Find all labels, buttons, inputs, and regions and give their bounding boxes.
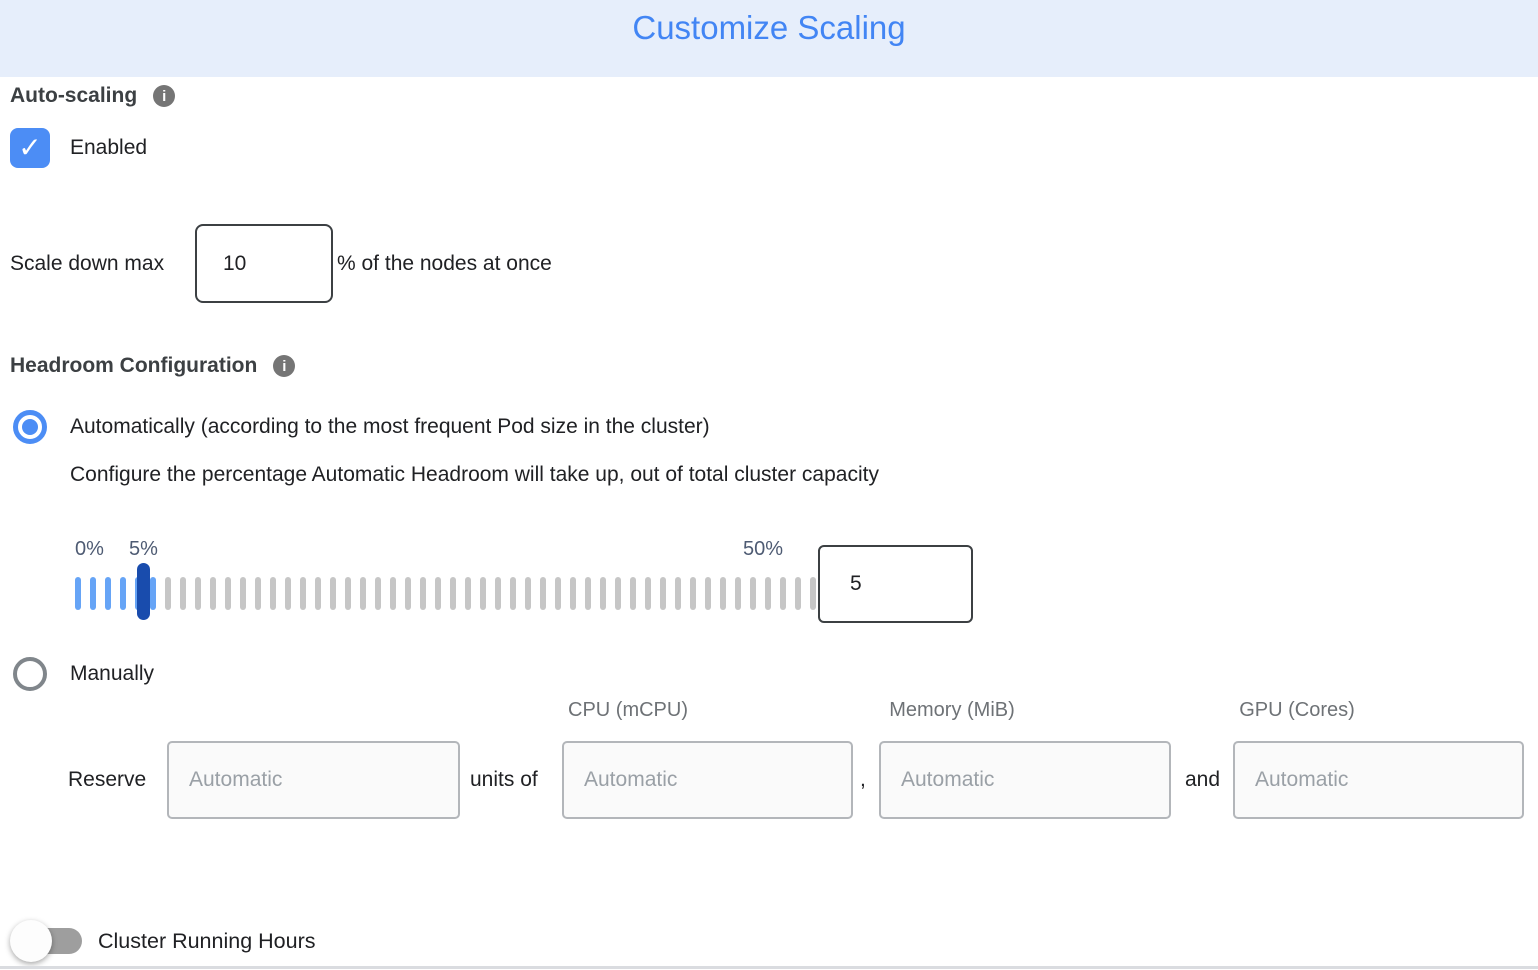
reserve-units-input[interactable] [167, 741, 460, 819]
auto-scaling-enabled-checkbox[interactable]: ✓ [10, 128, 50, 168]
slider-tick [660, 577, 666, 610]
slider-tick [105, 577, 111, 610]
page-title: Customize Scaling [632, 9, 906, 46]
headroom-section-label: Headroom Configuration i [10, 354, 296, 378]
slider-tick [570, 577, 576, 610]
slider-tick [360, 577, 366, 610]
slider-tick [510, 577, 516, 610]
slider-tick [780, 577, 786, 610]
scale-down-max-input[interactable] [195, 224, 333, 303]
info-icon[interactable]: i [273, 355, 296, 377]
slider-tick [525, 577, 531, 610]
slider-tick [465, 577, 471, 610]
slider-tick [435, 577, 441, 610]
slider-tick [795, 577, 801, 610]
slider-tick [255, 577, 261, 610]
slider-min-label: 0% [75, 538, 104, 560]
and-label: and [1185, 768, 1221, 791]
slider-tick [315, 577, 321, 610]
dialog-header: Customize Scaling [0, 0, 1538, 77]
slider-tick [495, 577, 501, 610]
slider-tick [555, 577, 561, 610]
slider-tick [150, 577, 156, 610]
auto-scaling-section-label: Auto-scaling i [10, 84, 176, 108]
slider-tick [720, 577, 726, 610]
slider-tick [585, 577, 591, 610]
slider-tick [270, 577, 276, 610]
units-of-label: units of [470, 768, 538, 791]
slider-tick [330, 577, 336, 610]
slider-tick [210, 577, 216, 610]
slider-tick [225, 577, 231, 610]
slider-tick [765, 577, 771, 610]
radio-manual[interactable] [13, 657, 47, 691]
slider-tick [675, 577, 681, 610]
slider-tick [600, 577, 606, 610]
radio-automatic[interactable] [13, 410, 47, 444]
cluster-running-hours-toggle[interactable] [10, 920, 84, 962]
slider-tick [345, 577, 351, 610]
slider-tick [165, 577, 171, 610]
checkmark-icon: ✓ [18, 132, 42, 163]
reserve-label: Reserve [68, 768, 147, 791]
slider-tick [375, 577, 381, 610]
slider-tick [195, 577, 201, 610]
slider-tick [810, 577, 816, 610]
reserve-memory-input[interactable] [879, 741, 1171, 819]
slider-tick [240, 577, 246, 610]
manual-option-label: Manually [70, 662, 155, 685]
slider-tick [735, 577, 741, 610]
slider-tick [690, 577, 696, 610]
headroom-percentage-slider: 0% 5% 50% [75, 538, 820, 623]
slider-tick [75, 577, 81, 610]
slider-tick [750, 577, 756, 610]
slider-tick [405, 577, 411, 610]
enabled-label: Enabled [70, 136, 148, 159]
info-icon[interactable]: i [153, 85, 176, 107]
automatic-option-label: Automatically (according to the most fre… [70, 415, 710, 438]
scale-down-prefix-label: Scale down max [10, 252, 165, 275]
info-icon-glyph: i [282, 357, 287, 375]
slider-tick [450, 577, 456, 610]
slider-ticks[interactable] [75, 577, 816, 610]
slider-tick [120, 577, 126, 610]
reserve-gpu-input[interactable] [1233, 741, 1524, 819]
headroom-value-input[interactable] [818, 545, 973, 623]
auto-scaling-label: Auto-scaling [10, 84, 138, 107]
cluster-running-hours-label: Cluster Running Hours [98, 929, 316, 953]
column-header-memory: Memory (MiB) [889, 699, 1015, 721]
slider-tick [420, 577, 426, 610]
slider-tick [180, 577, 186, 610]
slider-tick [615, 577, 621, 610]
bottom-divider [0, 966, 1538, 969]
slider-tick [390, 577, 396, 610]
info-icon-glyph: i [162, 87, 167, 105]
headroom-description: Configure the percentage Automatic Headr… [70, 463, 879, 486]
slider-current-label: 5% [129, 538, 158, 560]
slider-tick [630, 577, 636, 610]
column-header-cpu: CPU (mCPU) [568, 699, 688, 721]
scale-down-suffix-label: % of the nodes at once [337, 252, 552, 275]
slider-handle[interactable] [137, 563, 150, 620]
column-header-gpu: GPU (Cores) [1239, 699, 1355, 721]
slider-tick [480, 577, 486, 610]
slider-tick [90, 577, 96, 610]
slider-tick [645, 577, 651, 610]
slider-tick [540, 577, 546, 610]
reserve-cpu-input[interactable] [562, 741, 853, 819]
headroom-configuration-label: Headroom Configuration [10, 354, 258, 377]
slider-max-label: 50% [743, 538, 784, 560]
slider-tick [285, 577, 291, 610]
slider-tick [705, 577, 711, 610]
comma-label: , [860, 768, 866, 791]
toggle-thumb[interactable] [10, 920, 52, 962]
slider-tick [300, 577, 306, 610]
radio-dot [22, 419, 38, 435]
